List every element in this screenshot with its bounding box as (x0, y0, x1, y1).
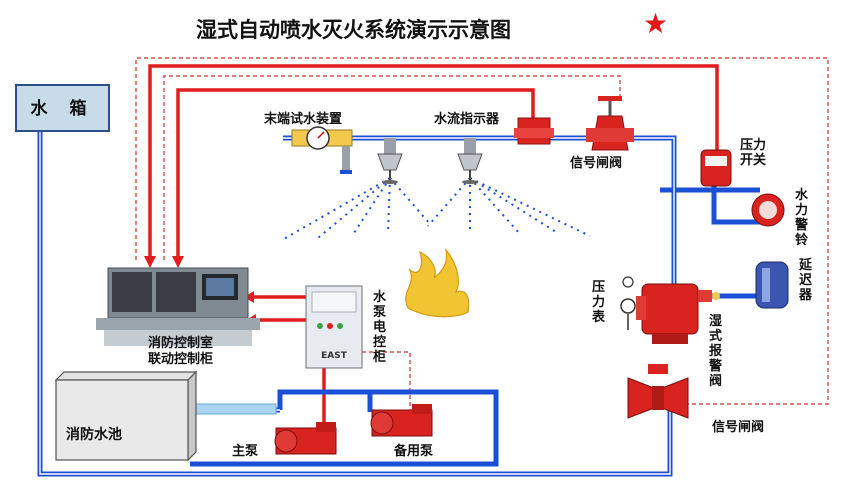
suction-pipe (195, 403, 277, 415)
flow-indicator-label: 水流指示器 (434, 112, 500, 127)
control-room-label-line2: 联动控制柜 (148, 352, 214, 367)
water-tank-label: 水 箱 (30, 99, 95, 119)
wet-alarm-valve (636, 283, 720, 344)
water-alarm-bell (751, 193, 785, 227)
fire-pool (54, 370, 198, 462)
standby-pump (370, 404, 433, 437)
pressure-switch (700, 149, 732, 187)
pump-control-cabinet-label: 水泵电控柜 (372, 290, 386, 365)
signal-valve-top-label: 信号闸阀 (570, 156, 623, 171)
main-pump (274, 422, 337, 455)
pressure-gauge-label: 压力表 (591, 280, 605, 325)
fire-icon (405, 247, 470, 318)
red-signal-lines (148, 64, 719, 430)
sprinkler-head-1 (377, 138, 403, 184)
water-alarm-bell-label: 水力警铃 (794, 188, 808, 248)
fire-control-console (96, 267, 260, 346)
retard-chamber (755, 261, 789, 309)
pressure-switch-label: 压力开关 (739, 138, 766, 168)
pump-control-cabinet (305, 285, 363, 369)
retard-chamber-label: 延迟器 (798, 258, 812, 303)
signal-valve-bottom (627, 364, 689, 419)
page-title: 湿式自动喷水灭火系统演示示意图 (196, 18, 511, 42)
signal-valve-top (586, 96, 634, 151)
star-icon: ★ (643, 7, 669, 40)
standby-pump-label: 备用泵 (394, 444, 434, 459)
end-test-device (291, 126, 353, 174)
fire-pool-label: 消防水池 (66, 427, 122, 443)
spray-pattern (281, 177, 591, 241)
main-pump-label: 主泵 (232, 444, 259, 459)
wet-alarm-valve-label: 湿式报警阀 (708, 314, 722, 389)
cabinet-brand: EAST (321, 351, 348, 361)
control-room-label-line1: 消防控制室 (148, 336, 214, 351)
end-test-device-label: 末端试水装置 (264, 112, 343, 127)
flow-indicator (514, 117, 554, 145)
pressure-gauge (620, 276, 636, 330)
sprinkler-head-2 (457, 138, 483, 184)
water-tank (15, 84, 110, 132)
signal-valve-bottom-label: 信号闸阀 (712, 420, 765, 435)
